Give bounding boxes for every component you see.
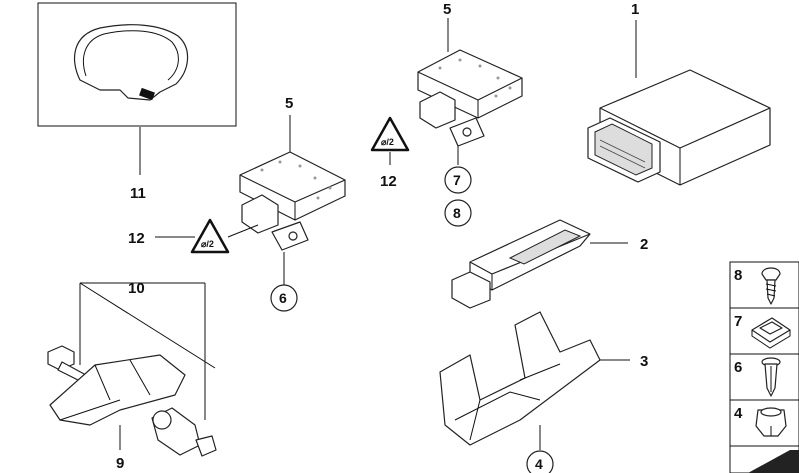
callout-5-right: 5: [443, 1, 451, 18]
callout-4: 4: [535, 456, 543, 472]
svg-text:⌀/2: ⌀/2: [201, 239, 214, 249]
clip-nut-icon: [751, 317, 791, 349]
side-panel-label-4: 4: [734, 405, 743, 422]
warning-label-right-icon: ⌀/2: [370, 116, 410, 152]
callout-11: 11: [130, 185, 146, 202]
rdc-module-left: [239, 151, 346, 251]
callout-6: 6: [279, 290, 287, 306]
side-panel-label-7: 7: [734, 313, 742, 330]
callout-1: 1: [631, 1, 639, 18]
push-rivet-icon: [761, 357, 781, 397]
side-panel-label-8: 8: [734, 267, 742, 284]
rdc-module-right: [417, 49, 523, 147]
side-panel-label-6: 6: [734, 359, 742, 376]
callout-7-circle: [444, 166, 472, 194]
callout-9: 9: [116, 455, 124, 472]
callout-8: 8: [453, 205, 461, 221]
antenna: [451, 219, 591, 309]
tire-sensor-assembly: [47, 282, 217, 457]
tire-inset: [37, 2, 237, 175]
callout-8-circle: [444, 199, 472, 227]
control-unit: [587, 69, 771, 186]
callout-6-circle: [270, 284, 298, 312]
warning-label-left-icon: ⌀/2: [190, 218, 230, 254]
callout-5-left: 5: [285, 95, 293, 112]
screw-icon: [761, 267, 781, 305]
side-panel: [729, 261, 799, 473]
callout-7: 7: [453, 172, 461, 188]
bracket: [439, 311, 601, 446]
callout-10: 10: [128, 280, 145, 297]
callout-4-circle: [526, 450, 554, 473]
callout-2: 2: [640, 236, 648, 253]
svg-text:⌀/2: ⌀/2: [381, 137, 394, 147]
callout-3: 3: [640, 353, 648, 370]
callout-12-right: 12: [380, 173, 397, 190]
hex-nut-icon: [755, 407, 787, 437]
callout-12-left: 12: [128, 230, 145, 247]
